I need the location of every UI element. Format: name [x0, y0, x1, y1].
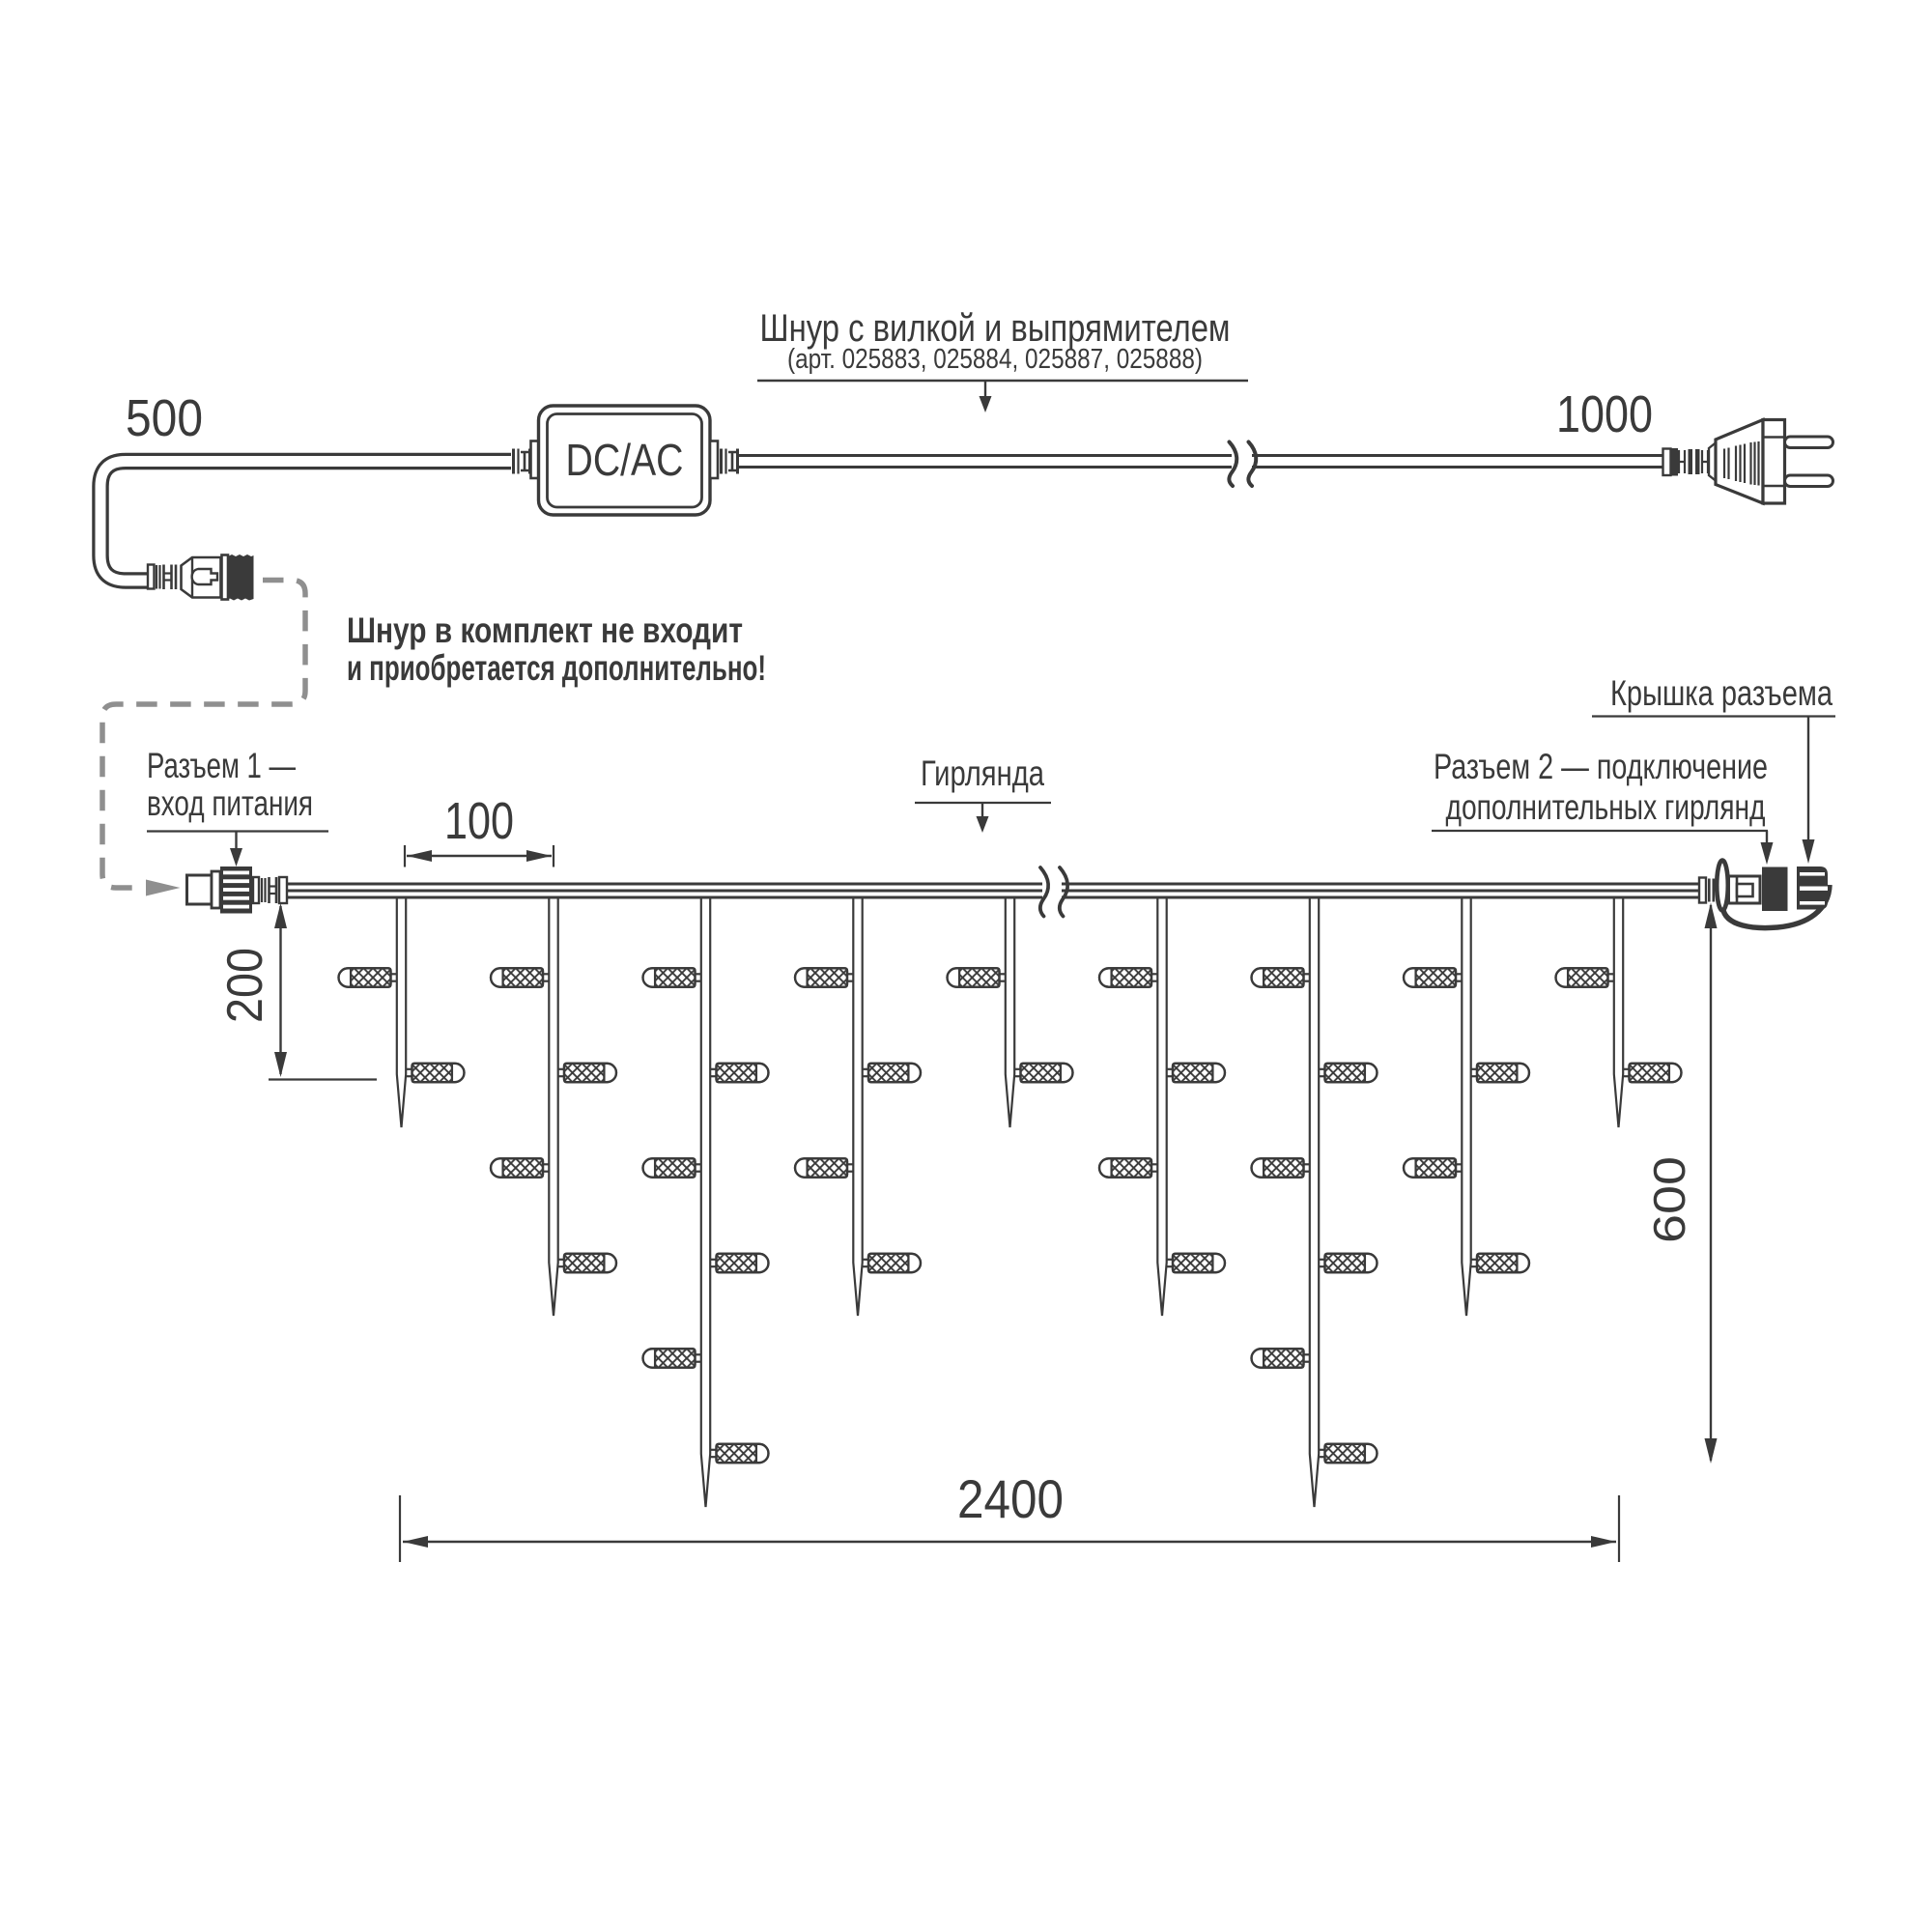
- svg-text:200: 200: [217, 948, 273, 1023]
- svg-text:Крышка разъема: Крышка разъема: [1610, 673, 1833, 713]
- svg-text:Шнур с вилкой и выпрямителем: Шнур с вилкой и выпрямителем: [760, 307, 1231, 350]
- svg-text:600: 600: [1644, 1156, 1694, 1243]
- svg-text:DC/AC: DC/AC: [566, 435, 684, 485]
- svg-text:Разъем 2 — подключение: Разъем 2 — подключение: [1434, 747, 1768, 786]
- svg-text:2400: 2400: [957, 1468, 1064, 1529]
- svg-text:Гирлянда: Гирлянда: [921, 753, 1044, 793]
- svg-text:и приобретается дополнительно!: и приобретается дополнительно!: [347, 648, 766, 688]
- svg-text:вход питания: вход питания: [147, 783, 313, 823]
- svg-text:500: 500: [126, 389, 203, 447]
- svg-text:дополнительных гирлянд: дополнительных гирлянд: [1446, 787, 1766, 827]
- svg-text:(арт. 025883, 025884, 025887,: (арт. 025883, 025884, 025887, 025888): [787, 344, 1203, 375]
- svg-text:1000: 1000: [1556, 385, 1653, 443]
- svg-text:Разъем 1 —: Разъем 1 —: [147, 746, 296, 785]
- svg-text:Шнур в комплект не входит: Шнур в комплект не входит: [347, 611, 743, 650]
- svg-text:100: 100: [444, 792, 514, 850]
